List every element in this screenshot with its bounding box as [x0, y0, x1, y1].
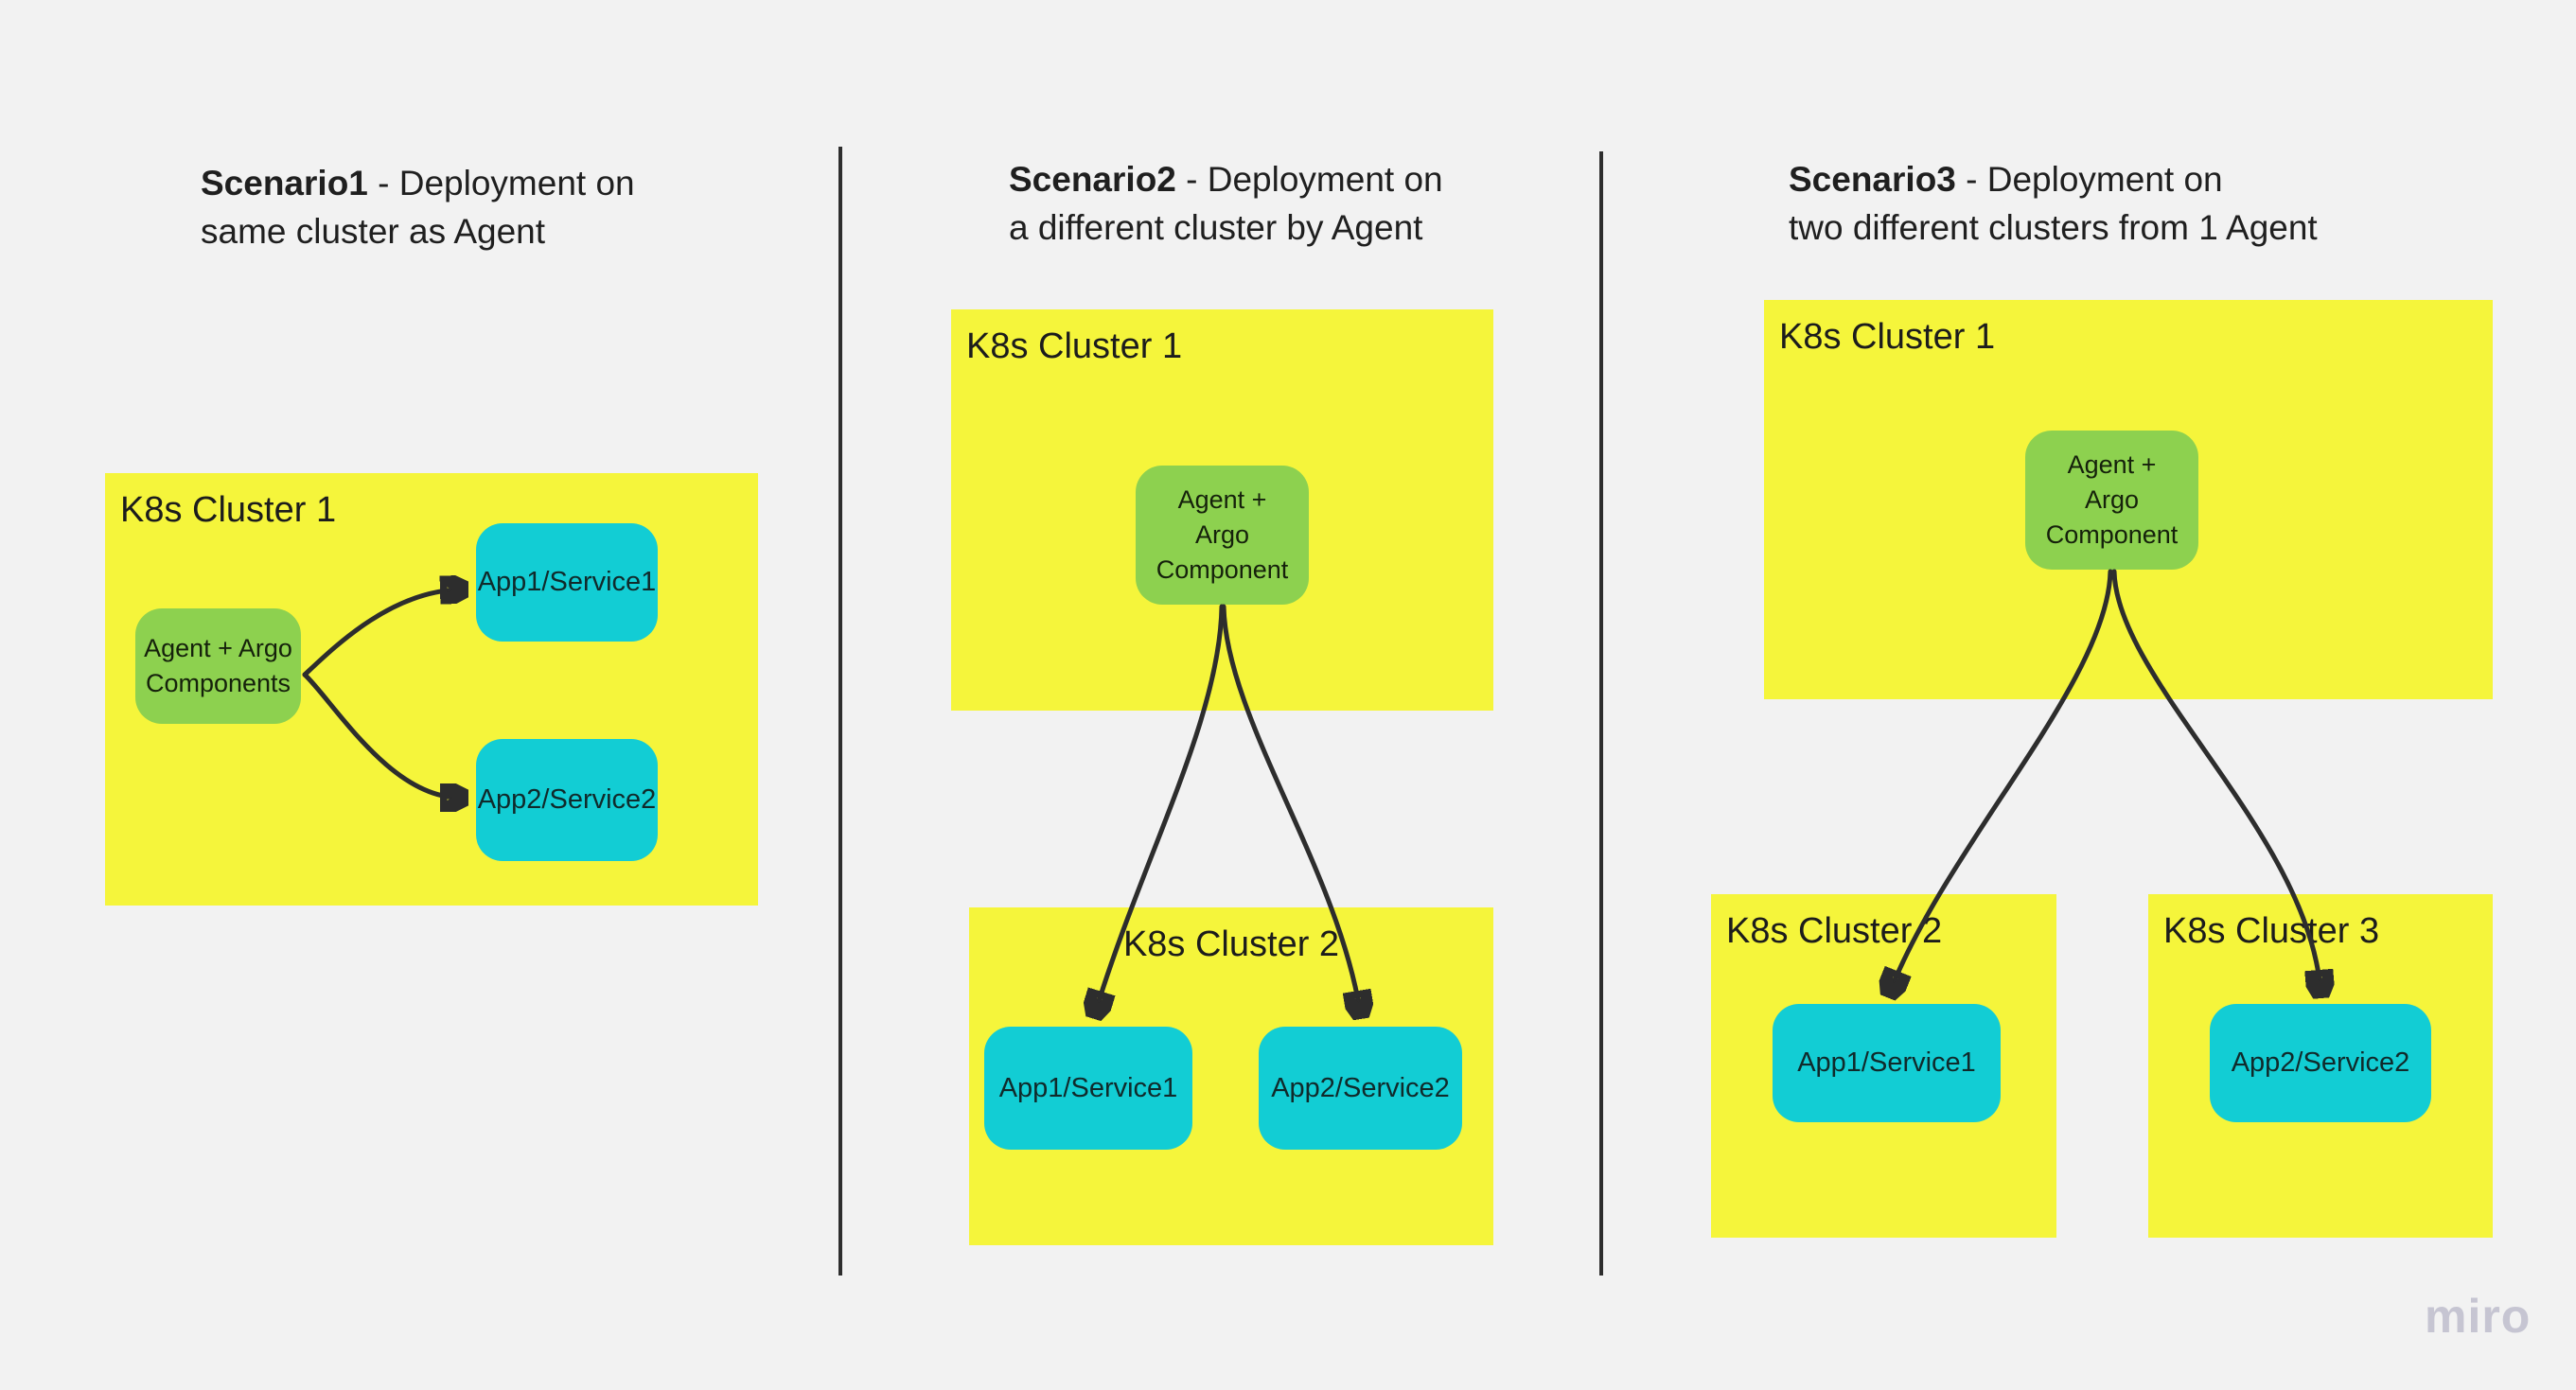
s1-cluster1-label: K8s Cluster 1	[120, 490, 337, 530]
s1-app2-label: App2/Service2	[477, 784, 657, 815]
s3-app1-node[interactable]: App1/Service1	[1773, 1004, 2001, 1122]
miro-watermark: miro	[2425, 1290, 2532, 1343]
scenario1-title-rest: - Deployment on same cluster as Agent	[201, 164, 635, 251]
s2-cluster1-label: K8s Cluster 1	[966, 326, 1183, 366]
s2-cluster2-label: K8s Cluster 2	[1122, 924, 1340, 964]
divider-1[interactable]	[838, 147, 842, 1276]
scenario2-title-rest: - Deployment on a different cluster by A…	[1009, 160, 1443, 247]
s2-app1-node[interactable]: App1/Service1	[984, 1027, 1192, 1150]
s2-app2-node[interactable]: App2/Service2	[1259, 1027, 1462, 1150]
s1-agent-node[interactable]: Agent + Argo Components	[135, 608, 301, 724]
scenario3-title-bold: Scenario3	[1789, 160, 1956, 199]
s3-agent-node[interactable]: Agent + Argo Component	[2025, 431, 2198, 570]
s3-agent-label: Agent + Argo Component	[2045, 450, 2179, 549]
s3-cluster1-label: K8s Cluster 1	[1779, 317, 1996, 357]
s3-app2-label: App2/Service2	[2231, 1047, 2410, 1078]
s2-agent-node[interactable]: Agent + Argo Component	[1136, 466, 1309, 605]
s3-app1-label: App1/Service1	[1797, 1047, 1976, 1078]
s3-app2-node[interactable]: App2/Service2	[2210, 1004, 2431, 1122]
s1-arrow-to-app1[interactable]	[302, 589, 460, 677]
s3-arrow-to-app1[interactable]	[1891, 569, 2113, 990]
scenario3-title[interactable]: Scenario3 - Deployment on two different …	[1789, 155, 2318, 252]
s2-arrow-to-app1[interactable]	[1096, 604, 1225, 1011]
s3-cluster2-label: K8s Cluster 2	[1726, 911, 1943, 951]
scenario2-title[interactable]: Scenario2 - Deployment on a different cl…	[1009, 155, 1443, 252]
s1-app1-node[interactable]: App1/Service1	[476, 523, 658, 642]
scenario1-title-bold: Scenario1	[201, 164, 368, 202]
scenario2-title-bold: Scenario2	[1009, 160, 1176, 199]
s1-agent-label: Agent + Argo Components	[144, 634, 292, 697]
scenario3-title-rest: - Deployment on two different clusters f…	[1789, 160, 2318, 247]
divider-2[interactable]	[1599, 151, 1603, 1276]
s2-app2-label: App2/Service2	[1271, 1072, 1450, 1103]
s3-cluster3-box[interactable]: K8s Cluster 3	[2148, 894, 2493, 1238]
s3-cluster3-label: K8s Cluster 3	[2163, 911, 2380, 951]
s3-arrow-to-app2[interactable]	[2111, 569, 2320, 990]
scenario1-title[interactable]: Scenario1 - Deployment on same cluster a…	[201, 159, 635, 255]
s1-arrow-to-app2[interactable]	[302, 672, 460, 798]
s2-agent-label: Agent + Argo Component	[1156, 485, 1289, 584]
s1-app2-node[interactable]: App2/Service2	[476, 739, 658, 861]
s2-app1-label: App1/Service1	[998, 1072, 1178, 1103]
s2-arrow-to-app2[interactable]	[1221, 604, 1360, 1011]
s1-app1-label: App1/Service1	[477, 567, 657, 597]
